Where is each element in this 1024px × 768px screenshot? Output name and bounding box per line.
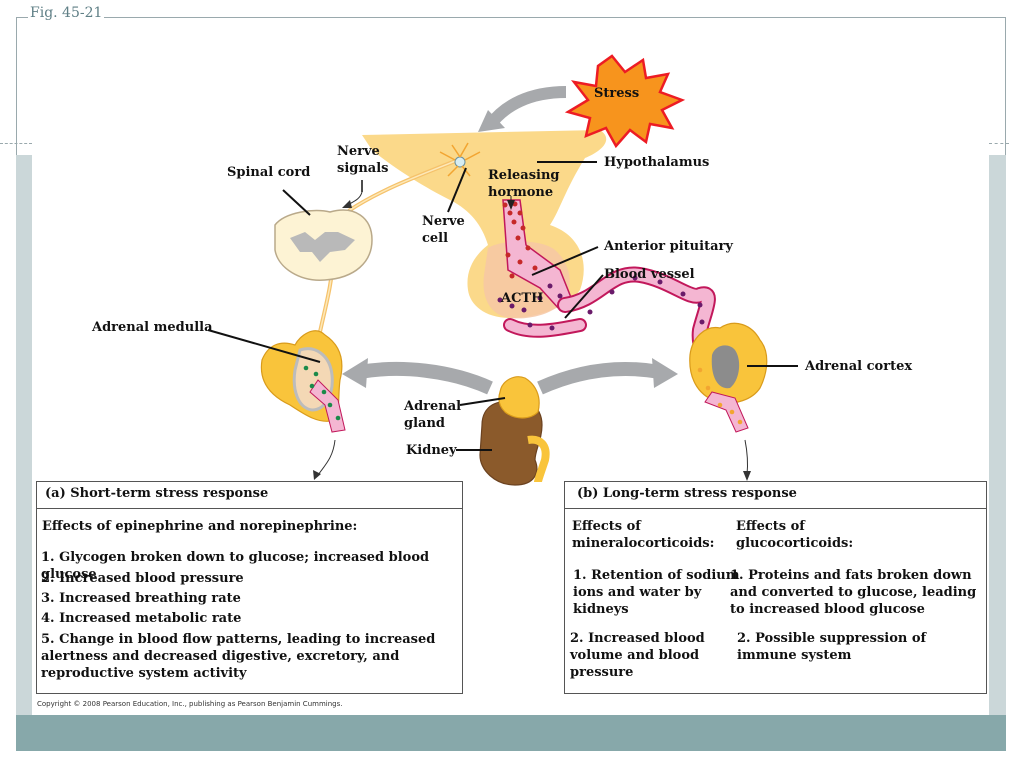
label-kidney: Kidney <box>406 443 457 458</box>
nerve-signals-arrow-head <box>342 200 352 208</box>
label-hypothalamus: Hypothalamus <box>604 155 710 170</box>
long-term-divider <box>565 508 986 509</box>
cortex-hormone-dots <box>697 367 743 425</box>
nerve-cell-body <box>454 156 466 168</box>
adrenal-gland-top <box>498 376 540 419</box>
label-blood-vessel: Blood vessel <box>604 267 695 282</box>
stress-arrow <box>485 86 567 129</box>
medulla-hormone-dots <box>303 365 341 421</box>
releasing-hormone-arrow-head <box>507 200 515 210</box>
short-term-box: (a) Short-term stress response Effects o… <box>36 481 463 694</box>
arrow-down-short-term-head <box>313 470 321 480</box>
figure-label: Fig. 45-21 <box>28 5 105 21</box>
adrenal-cortex-core <box>711 345 740 389</box>
long-term-box: (b) Long-term stress response Effects of… <box>564 481 987 694</box>
short-term-divider <box>37 508 462 509</box>
label-spinal-cord: Spinal cord <box>227 165 311 180</box>
kidney-ureter <box>527 435 550 483</box>
bottom-band <box>16 715 1006 751</box>
arrow-down-long-term <box>744 439 749 476</box>
glucocorticoids-heading: Effects of glucocorticoids: <box>736 519 854 551</box>
label-adrenal-medulla: Adrenal medulla <box>92 320 213 335</box>
frame-top-border <box>16 17 1006 18</box>
label-stress: Stress <box>594 86 640 101</box>
label-acth: ACTH <box>501 291 544 306</box>
stress-starburst <box>564 54 686 149</box>
label-releasing-hormone: Releasing hormone <box>488 168 560 200</box>
label-adrenal-cortex: Adrenal cortex <box>805 359 913 374</box>
mineralocorticoids-item-2: 2. Increased blood volume and blood pres… <box>570 631 705 680</box>
label-nerve-signals: Nerve signals <box>337 144 389 176</box>
short-term-heading: Effects of epinephrine and norepinephrin… <box>42 519 358 534</box>
right-side-band <box>989 155 1006 715</box>
short-term-title: (a) Short-term stress response <box>45 486 269 501</box>
short-term-item-1: 1. Glycogen broken down to glucose; incr… <box>41 550 430 582</box>
stress-arrow-head <box>478 110 505 132</box>
mineralocorticoids-heading: Effects of mineralocorticoids: <box>572 519 715 551</box>
right-dashed-rule <box>989 143 1009 144</box>
short-term-item-5: 5. Change in blood flow patterns, leadin… <box>41 632 436 681</box>
label-anterior-pituitary: Anterior pituitary <box>604 239 733 254</box>
left-side-band <box>16 155 32 715</box>
leader-lines <box>207 161 798 451</box>
left-dashed-rule <box>0 143 32 144</box>
arrow-to-cortex-head <box>652 358 678 388</box>
short-term-item-4: 4. Increased metabolic rate <box>41 611 242 626</box>
releasing-hormone-dots <box>502 201 538 279</box>
mineralocorticoids-item-1: 1. Retention of sodium ions and water by… <box>573 568 740 617</box>
glucocorticoids-item-1: 1. Proteins and fats broken down and con… <box>730 568 977 617</box>
label-adrenal-gland: Adrenal gland <box>404 399 462 431</box>
label-nerve-cell: Nerve cell <box>422 214 465 246</box>
arrow-to-cortex <box>537 362 662 395</box>
arrow-to-medulla-head <box>342 358 368 388</box>
glucocorticoids-item-2: 2. Possible suppression of immune system <box>737 631 927 663</box>
arrow-down-short-term <box>317 439 336 476</box>
blood-vessel-lower-lumen <box>505 320 585 336</box>
adrenal-cortex-vessel <box>704 391 749 433</box>
spinal-cord-gray-matter <box>290 232 355 262</box>
long-term-title: (b) Long-term stress response <box>577 486 797 501</box>
arrow-to-medulla <box>358 362 493 395</box>
copyright-notice: Copyright © 2008 Pearson Education, Inc.… <box>37 700 343 708</box>
short-term-item-2: 2. Increased blood pressure <box>41 571 244 586</box>
arrow-down-long-term-head <box>743 471 751 481</box>
nerve-cell-dendrites <box>439 142 481 177</box>
short-term-item-3: 3. Increased breathing rate <box>41 591 241 606</box>
